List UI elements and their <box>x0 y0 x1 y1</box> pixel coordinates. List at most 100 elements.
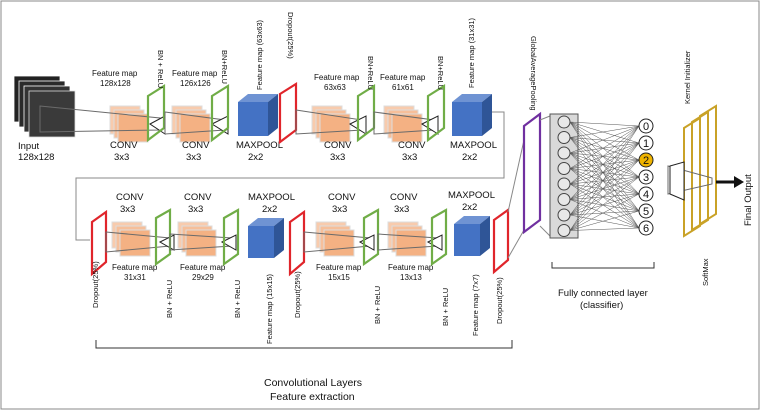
fc-edge <box>569 176 640 200</box>
softmax-cone <box>669 161 685 201</box>
fc-edge <box>569 142 640 231</box>
fm8-size: 13x13 <box>400 273 422 282</box>
fc-bracket <box>551 262 655 269</box>
fc-edge <box>569 227 640 231</box>
fc-edge <box>569 159 640 200</box>
fc-edge <box>569 125 640 216</box>
fm2-title: Feature map <box>172 69 218 78</box>
output-arrow-head <box>734 176 744 188</box>
conv3-size: 3x3 <box>330 152 345 163</box>
gap-link-bottom <box>507 229 525 259</box>
conv8-label: CONV <box>390 192 418 203</box>
caption-bracket <box>95 340 513 349</box>
output-neuron-label: 5 <box>643 206 649 218</box>
fc-edge <box>569 121 640 161</box>
conv6-label: CONV <box>184 192 212 203</box>
bn7-label: BN + ReLU <box>373 286 382 324</box>
conv5-size: 3x3 <box>120 204 135 215</box>
output-neuron-label: 4 <box>643 189 649 201</box>
maxpool1-cube <box>238 94 278 136</box>
fc-edge <box>569 142 640 200</box>
fc-edge <box>569 168 640 195</box>
bn4-label: BN+ReLU <box>436 56 445 90</box>
bn2-layer <box>210 84 230 143</box>
fc-edge <box>569 137 640 195</box>
fm7-title: Feature map <box>316 263 362 272</box>
fc-edge <box>569 159 640 169</box>
output-neuron-label: 3 <box>643 172 649 184</box>
maxpool2-label: MAXPOOL <box>450 140 497 151</box>
conv4-cone <box>420 115 439 135</box>
dropout1-label: Dropout(25%) <box>286 12 295 59</box>
fc-edge <box>569 176 640 185</box>
output-neuron <box>638 203 654 219</box>
maxpool4-cube <box>454 216 490 256</box>
maxpool3-label: MAXPOOL <box>248 192 295 203</box>
maxpool2-cube <box>452 94 492 136</box>
fm1-size: 128x128 <box>100 79 131 88</box>
conv2-stack <box>171 105 211 143</box>
fc-edge <box>569 121 640 195</box>
fc-neuron <box>557 208 571 222</box>
conv6-cone <box>220 234 237 251</box>
input-size: 128x128 <box>18 152 54 163</box>
dropout1-layer <box>278 82 298 145</box>
fc-edge <box>569 121 640 178</box>
output-neuron <box>638 186 654 202</box>
maxpool3-fm: Feature map (15x15) <box>265 273 274 344</box>
maxpool1-fm: Feature map (63x63) <box>255 19 264 90</box>
fc-edge <box>569 142 640 154</box>
conv7-cone <box>358 234 375 251</box>
fm2-size: 126x126 <box>180 79 211 88</box>
fc-edge <box>569 183 640 229</box>
bn8-label: BN + ReLU <box>441 288 450 326</box>
fc-edge <box>569 199 640 212</box>
conv8-cone <box>426 234 443 251</box>
fc-edge <box>569 142 640 216</box>
dropout2-label: Dropout(25%) <box>91 261 100 308</box>
fc-edge <box>569 152 640 212</box>
fm3-title: Feature map <box>314 73 360 82</box>
fc-edge <box>569 183 640 195</box>
fc-edge <box>569 159 640 216</box>
output-neuron <box>638 135 654 151</box>
output-neuron <box>638 118 654 134</box>
gap-link-top <box>507 139 525 213</box>
output-neuron-label: 6 <box>643 223 649 235</box>
output-neuron <box>638 220 654 236</box>
fc-edge <box>569 137 640 229</box>
fc-edge <box>569 168 640 178</box>
conv4-size: 3x3 <box>402 152 417 163</box>
fc-edge <box>569 152 640 161</box>
fc-edge <box>569 125 640 200</box>
bn6-layer <box>222 208 240 267</box>
bn1-layer <box>146 84 166 143</box>
fc-edge <box>569 121 640 127</box>
fm6-title: Feature map <box>180 263 226 272</box>
bn7-layer <box>362 208 380 267</box>
final-output-label: Final Output <box>743 174 754 226</box>
fc-edge <box>569 125 640 138</box>
bn2-label: BN+ReLU <box>220 50 229 84</box>
fc-edge <box>569 152 640 178</box>
fc-edge <box>569 214 640 229</box>
bn3-label: BN+ReLU <box>366 56 375 90</box>
maxpool3-size: 2x2 <box>262 204 277 215</box>
maxpool4-size: 2x2 <box>462 202 477 213</box>
conv6-stack <box>177 221 217 257</box>
fm6-size: 29x29 <box>192 273 214 282</box>
maxpool1-label: MAXPOOL <box>236 140 283 151</box>
bn4-layer <box>426 84 446 143</box>
conv3-stack <box>311 105 351 143</box>
maxpool4-label: MAXPOOL <box>448 190 495 201</box>
conv1-size: 3x3 <box>114 152 129 163</box>
conv4-label: CONV <box>398 140 426 151</box>
fc-edge <box>569 137 640 161</box>
fc-edge <box>569 125 640 154</box>
bn8-layer <box>430 208 448 267</box>
fm8-title: Feature map <box>388 263 434 272</box>
conv7-stack <box>315 221 355 257</box>
fc-neuron <box>557 146 571 160</box>
